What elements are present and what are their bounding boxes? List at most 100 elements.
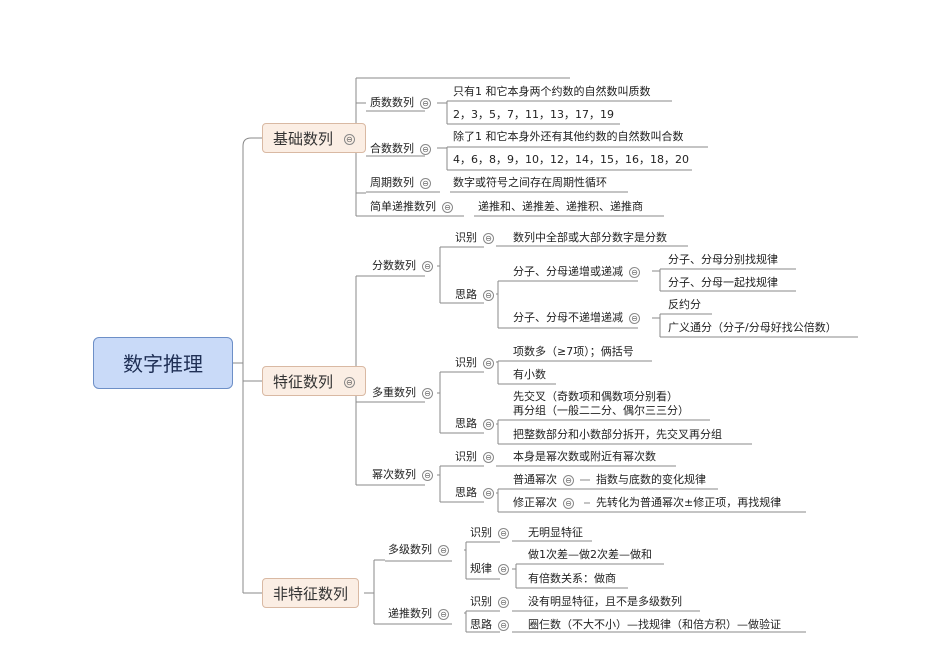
node-fraction-noninc-a[interactable]: 反约分 — [668, 298, 701, 311]
method-label: 思路 — [455, 288, 477, 301]
node-composite-label: 合数数列 — [370, 142, 414, 155]
node-multi-method[interactable]: 思路 ⊖ — [455, 417, 494, 431]
collapse-icon[interactable]: ⊖ — [483, 487, 494, 499]
collapse-icon[interactable]: ⊖ — [442, 201, 453, 213]
node-simple-recursive-def[interactable]: 递推和、递推差、递推积、递推商 — [478, 200, 643, 213]
node-fraction-inc-a[interactable]: 分子、分母分别找规律 — [668, 253, 778, 266]
root-topic[interactable]: 数字推理 — [93, 337, 233, 389]
node-power-normal[interactable]: 普通幂次 ⊖ — [513, 473, 574, 487]
node-recursive-label: 递推数列 — [388, 607, 432, 620]
collapse-icon[interactable]: ⊖ — [483, 357, 494, 369]
method-label: 思路 — [455, 417, 477, 430]
collapse-icon[interactable]: ⊖ — [483, 418, 494, 430]
collapse-icon[interactable]: ⊖ — [422, 260, 433, 272]
branch-basic[interactable]: 基础数列 ⊖ — [262, 123, 366, 153]
node-power-fixed[interactable]: 修正幂次 ⊖ — [513, 496, 574, 510]
collapse-icon[interactable]: ⊖ — [422, 387, 433, 399]
node-recursive[interactable]: 递推数列 ⊖ — [388, 607, 449, 621]
node-fraction-noninc[interactable]: 分子、分母不递增递减 ⊖ — [513, 311, 640, 325]
node-simple-recursive-label: 简单递推数列 — [370, 200, 436, 213]
collapse-icon[interactable]: ⊖ — [483, 232, 494, 244]
node-power-normal-label: 普通幂次 — [513, 473, 557, 486]
branch-feature[interactable]: 特征数列 ⊖ — [262, 366, 366, 396]
collapse-icon[interactable]: ⊖ — [420, 143, 431, 155]
node-periodic-label: 周期数列 — [370, 176, 414, 189]
node-recursive-identify[interactable]: 识别⊖ — [470, 595, 509, 609]
node-recursive-identify-text[interactable]: 没有明显特征，且不是多级数列 — [528, 595, 682, 608]
node-recursive-method-text[interactable]: 圈仨数（不大不小）—找规律（和倍方积）—做验证 — [528, 618, 781, 631]
node-fraction-inc[interactable]: 分子、分母递增或递减 ⊖ — [513, 265, 640, 279]
node-multi-identify-b[interactable]: 有小数 — [513, 368, 546, 381]
node-multilevel-identify-text[interactable]: 无明显特征 — [528, 526, 583, 539]
collapse-icon[interactable]: ⊖ — [498, 563, 509, 575]
branch-nonfeature-label: 非特征数列 — [273, 585, 349, 603]
node-fraction-label: 分数数列 — [372, 259, 416, 272]
node-power-identify-text[interactable]: 本身是幂次数或附近有幂次数 — [513, 450, 656, 463]
node-composite[interactable]: 合数数列 ⊖ — [370, 142, 431, 156]
method-label: 思路 — [455, 486, 477, 499]
rule-label: 规律 — [470, 562, 492, 575]
node-fraction-inc-label: 分子、分母递增或递减 — [513, 265, 623, 278]
collapse-icon[interactable]: ⊖ — [438, 608, 449, 620]
node-power-label: 幂次数列 — [372, 468, 416, 481]
collapse-icon[interactable]: ⊖ — [343, 134, 355, 145]
node-multi-identify-a[interactable]: 项数多（≥7项）；俩括号 — [513, 345, 634, 358]
collapse-icon[interactable]: ⊖ — [420, 177, 431, 189]
node-power[interactable]: 幂次数列 ⊖ — [372, 468, 433, 482]
node-multilevel-rule[interactable]: 规律 ⊖ — [470, 562, 509, 576]
node-multilevel[interactable]: 多级数列 ⊖ — [388, 543, 449, 557]
node-fraction-noninc-label: 分子、分母不递增递减 — [513, 311, 623, 324]
node-composite-ex[interactable]: 4，6，8，9，10，12，14，15，16，18，20 — [453, 153, 689, 166]
node-multilevel-rule-a[interactable]: 做1次差—做2次差—做和 — [528, 548, 652, 561]
node-power-method[interactable]: 思路 ⊖ — [455, 486, 494, 500]
branch-feature-label: 特征数列 — [273, 373, 334, 391]
node-periodic-def[interactable]: 数字或符号之间存在周期性循环 — [453, 176, 607, 189]
node-prime-ex[interactable]: 2，3，5，7，11，13，17，19 — [453, 108, 614, 121]
node-multilevel-identify[interactable]: 识别 ⊖ — [470, 526, 509, 540]
node-multi-method-b[interactable]: 把整数部分和小数部分拆开，先交叉再分组 — [513, 428, 722, 441]
method-label: 思路 — [470, 618, 492, 631]
node-fraction-identify[interactable]: 识别 ⊖ — [455, 231, 494, 245]
node-power-identify[interactable]: 识别⊖ — [455, 450, 494, 464]
node-prime[interactable]: 质数数列 ⊖ — [370, 96, 431, 110]
collapse-icon[interactable]: ⊖ — [422, 469, 433, 481]
node-prime-label: 质数数列 — [370, 96, 414, 109]
collapse-icon[interactable]: ⊖ — [498, 619, 509, 631]
node-fraction-inc-b[interactable]: 分子、分母一起找规律 — [668, 276, 778, 289]
node-power-fixed-text[interactable]: 先转化为普通幂次±修正项，再找规律 — [596, 496, 782, 509]
collapse-icon[interactable]: ⊖ — [498, 527, 509, 539]
identify-label: 识别 — [455, 231, 477, 244]
collapse-icon[interactable]: ⊖ — [438, 544, 449, 556]
node-periodic[interactable]: 周期数列 ⊖ — [370, 176, 431, 190]
collapse-icon[interactable]: ⊖ — [483, 289, 494, 301]
node-power-fixed-label: 修正幂次 — [513, 496, 557, 509]
identify-label: 识别 — [455, 356, 477, 369]
node-fraction[interactable]: 分数数列 ⊖ — [372, 259, 433, 273]
node-multilevel-rule-b[interactable]: 有倍数关系：做商 — [528, 572, 616, 585]
branch-nonfeature[interactable]: 非特征数列 — [262, 578, 360, 608]
collapse-icon[interactable]: ⊖ — [483, 451, 494, 463]
node-multi-label: 多重数列 — [372, 386, 416, 399]
collapse-icon[interactable]: ⊖ — [629, 312, 640, 324]
node-multi-method-a1[interactable]: 先交叉（奇数项和偶数项分别看） — [513, 390, 678, 403]
node-simple-recursive[interactable]: 简单递推数列 ⊖ — [370, 200, 453, 214]
collapse-icon[interactable]: ⊖ — [420, 97, 431, 109]
node-fraction-method[interactable]: 思路 ⊖ — [455, 288, 494, 302]
node-multi[interactable]: 多重数列 ⊖ — [372, 386, 433, 400]
collapse-icon[interactable]: ⊖ — [563, 474, 574, 486]
branch-basic-label: 基础数列 — [273, 130, 334, 148]
collapse-icon[interactable]: ⊖ — [343, 377, 355, 388]
node-fraction-noninc-b[interactable]: 广义通分（分子/分母好找公倍数） — [668, 321, 837, 334]
collapse-icon[interactable]: ⊖ — [629, 266, 640, 278]
collapse-icon[interactable]: ⊖ — [563, 497, 574, 509]
node-recursive-method[interactable]: 思路 ⊖ — [470, 618, 509, 632]
node-power-normal-text[interactable]: 指数与底数的变化规律 — [596, 473, 706, 486]
node-multilevel-label: 多级数列 — [388, 543, 432, 556]
node-multi-identify[interactable]: 识别 ⊖ — [455, 356, 494, 370]
identify-label: 识别 — [470, 526, 492, 539]
collapse-icon[interactable]: ⊖ — [498, 596, 509, 608]
node-composite-def[interactable]: 除了1 和它本身外还有其他约数的自然数叫合数 — [453, 130, 684, 143]
node-fraction-identify-text[interactable]: 数列中全部或大部分数字是分数 — [513, 231, 667, 244]
node-prime-def[interactable]: 只有1 和它本身两个约数的自然数叫质数 — [453, 85, 651, 98]
node-multi-method-a2[interactable]: 再分组（一般二二分、偶尔三三分） — [513, 404, 689, 417]
